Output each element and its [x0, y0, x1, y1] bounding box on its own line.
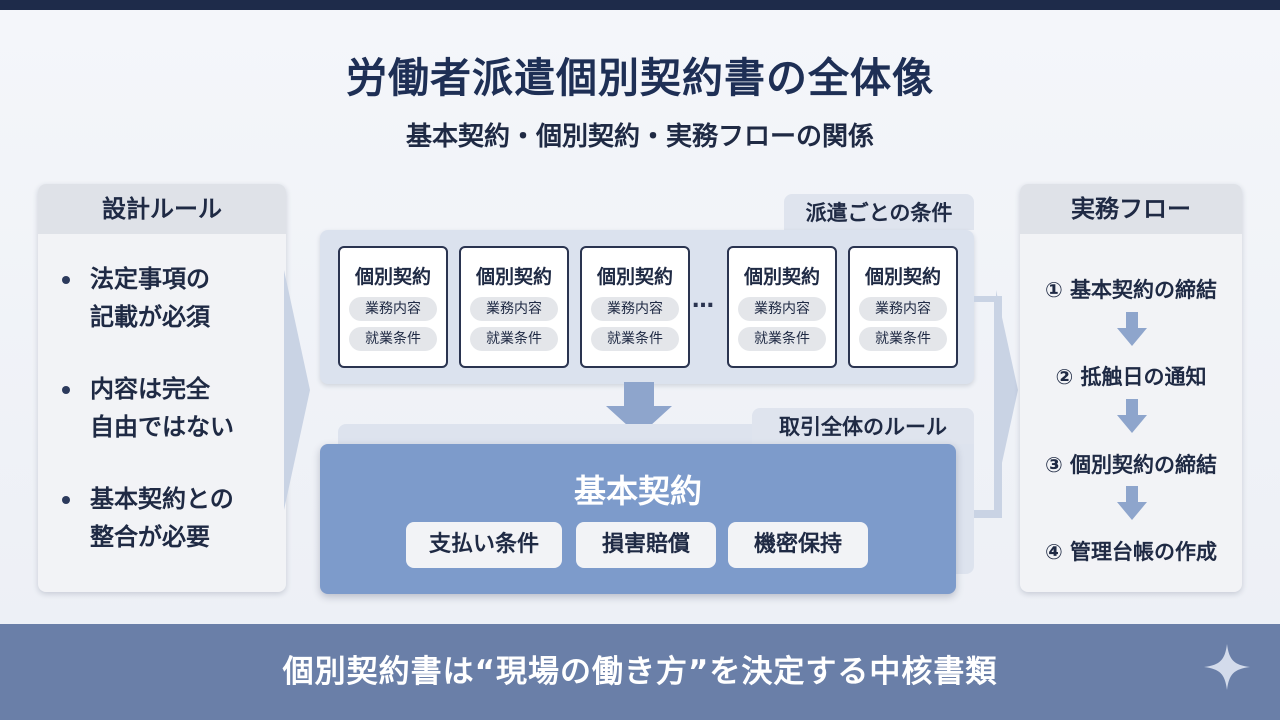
page-title: 労働者派遣個別契約書の全体像	[346, 54, 934, 102]
design-rule-item: 基本契約との 整合が必要	[62, 480, 286, 556]
left-chevron-icon	[284, 270, 310, 510]
basic-contract-title: 基本契約	[573, 472, 702, 510]
basic-contract-chip: 機密保持	[728, 522, 868, 568]
basic-contract-chip: 支払い条件	[406, 522, 562, 568]
down-arrow-icon	[1117, 312, 1147, 346]
overall-rules-tab: 取引全体のルール	[752, 408, 974, 444]
sparkle-icon	[1204, 644, 1250, 690]
card-title: 個別契約	[475, 266, 552, 288]
individual-contract-card: 個別契約 業務内容 就業条件	[338, 246, 448, 368]
card-tag: 業務内容	[738, 297, 826, 321]
design-rule-line: 整合が必要	[90, 523, 210, 551]
design-rule-line: 内容は完全	[90, 375, 210, 403]
design-rule-line: 記載が必須	[90, 303, 210, 331]
down-arrow-icon	[1117, 486, 1147, 520]
card-tag: 業務内容	[591, 297, 679, 321]
individual-contract-card: 個別契約 業務内容 就業条件	[580, 246, 690, 368]
card-title: 個別契約	[743, 266, 820, 288]
card-tag: 就業条件	[859, 327, 947, 351]
card-tag: 業務内容	[349, 297, 437, 321]
banner-text: 個別契約書は“現場の働き方”を決定する中核書類	[282, 654, 998, 690]
workflow-heading: 実務フロー	[1020, 184, 1242, 234]
down-arrow-icon	[1117, 399, 1147, 433]
basic-contract-box: 基本契約 支払い条件 損害賠償 機密保持	[320, 444, 956, 594]
card-tag: 業務内容	[859, 297, 947, 321]
workflow-step: ① 基本契約の締結	[1044, 278, 1218, 302]
card-tag: 就業条件	[738, 327, 826, 351]
top-accent-bar	[0, 0, 1280, 10]
individual-contract-card: 個別契約 業務内容 就業条件	[459, 246, 569, 368]
design-rules-heading: 設計ルール	[38, 184, 286, 234]
design-rule-line: 基本契約との	[90, 485, 234, 513]
workflow-panel: 実務フロー ① 基本契約の締結 ② 抵触日の通知 ③ 個別契約の締結 ④ 管理台…	[1020, 184, 1242, 592]
bullet-icon	[62, 496, 70, 504]
design-rule-line: 自由ではない	[90, 413, 234, 441]
right-chevron-icon	[996, 290, 1018, 490]
bullet-icon	[62, 386, 70, 394]
card-title: 個別契約	[354, 266, 431, 288]
individual-contract-card: 個別契約 業務内容 就業条件	[848, 246, 958, 368]
individual-contracts-area: 個別契約 業務内容 就業条件 個別契約 業務内容 就業条件 個別契約 業務内容 …	[320, 230, 974, 384]
card-title: 個別契約	[864, 266, 941, 288]
card-tag: 就業条件	[470, 327, 558, 351]
basic-contract-chip: 損害賠償	[576, 522, 716, 568]
design-rule-item: 内容は完全 自由ではない	[62, 370, 286, 446]
page-subtitle: 基本契約・個別契約・実務フローの関係	[405, 122, 874, 152]
workflow-step: ③ 個別契約の締結	[1044, 453, 1218, 477]
card-tag: 就業条件	[349, 327, 437, 351]
card-tag: 就業条件	[591, 327, 679, 351]
design-rule-line: 法定事項の	[90, 265, 210, 293]
design-rules-list: 法定事項の 記載が必須 内容は完全 自由ではない 基本契約との 整合が必要	[38, 234, 286, 556]
individual-contract-card: 個別契約 業務内容 就業条件	[727, 246, 837, 368]
bullet-icon	[62, 276, 70, 284]
bottom-banner: 個別契約書は“現場の働き方”を決定する中核書類	[0, 624, 1280, 720]
design-rules-panel: 設計ルール 法定事項の 記載が必須 内容は完全 自由ではない 基本契約との 整合…	[38, 184, 286, 592]
workflow-step: ② 抵触日の通知	[1055, 365, 1207, 389]
design-rule-item: 法定事項の 記載が必須	[62, 260, 286, 336]
card-title: 個別契約	[596, 266, 673, 288]
per-dispatch-tab: 派遣ごとの条件	[784, 194, 974, 230]
down-arrow-icon	[606, 382, 672, 436]
workflow-step: ④ 管理台帳の作成	[1044, 540, 1218, 564]
card-tag: 業務内容	[470, 297, 558, 321]
ellipsis: …	[692, 288, 714, 313]
